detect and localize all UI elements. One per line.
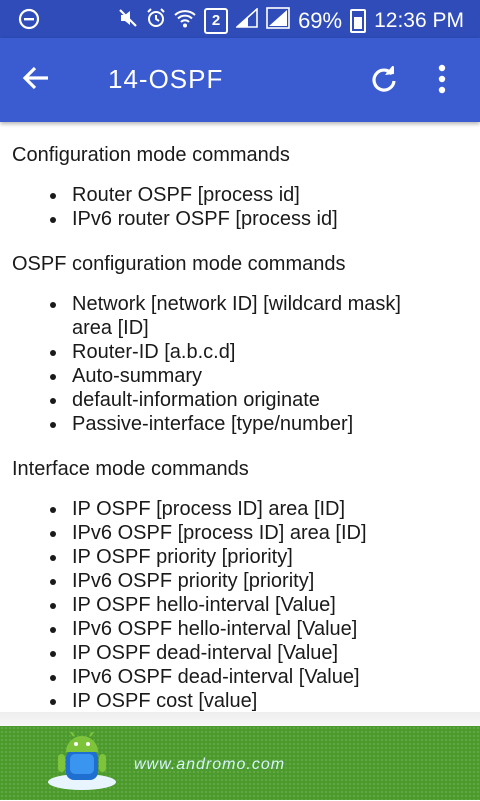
battery-icon <box>350 8 367 33</box>
list-item: IP OSPF priority [priority] <box>50 545 480 569</box>
sim-slot-indicator: 2 <box>204 7 229 34</box>
ad-link-text[interactable]: www.andromo.com <box>134 756 286 773</box>
list-item: Router-ID [a.b.c.d] <box>50 340 480 364</box>
list-item: Auto-summary <box>50 364 480 388</box>
back-arrow-icon[interactable] <box>22 64 50 97</box>
clock: 12:36 PM <box>374 8 464 32</box>
section: OSPF configuration mode commands Network… <box>0 253 480 436</box>
section: Configuration mode commands Router OSPF … <box>0 144 480 231</box>
more-vert-icon[interactable] <box>437 64 447 99</box>
wifi-icon <box>174 8 196 33</box>
list-item: Router OSPF [process id] <box>50 183 480 207</box>
page-title: 14-OSPF <box>108 64 224 94</box>
alarm-icon <box>146 8 166 33</box>
list-item: Network [network ID] [wildcard mask] are… <box>50 292 480 340</box>
battery-percent: 69% <box>298 7 343 33</box>
list-item: IPv6 OSPF priority [priority] <box>50 569 480 593</box>
list-item: IPv6 router OSPF [process id] <box>50 207 480 231</box>
list-item: IP OSPF [process ID] area [ID] <box>50 497 480 521</box>
list-item: IP OSPF cost [value] <box>50 689 480 712</box>
command-list: Network [network ID] [wildcard mask] are… <box>0 292 480 436</box>
signal-icon-2 <box>266 7 290 34</box>
section-title: Configuration mode commands <box>12 144 290 166</box>
command-list: Router OSPF [process id] IPv6 router OSP… <box>0 183 480 231</box>
list-item: Passive-interface [type/number] <box>50 412 480 436</box>
signal-icon <box>234 7 258 33</box>
list-item: IPv6 OSPF dead-interval [Value] <box>50 665 480 689</box>
command-list: IP OSPF [process ID] area [ID] IPv6 OSPF… <box>0 497 480 712</box>
app-bar: 14-OSPF <box>0 38 480 122</box>
status-icons: 2 69% 12:36 PM <box>118 7 464 34</box>
section-title: OSPF configuration mode commands <box>12 253 346 275</box>
content-divider <box>0 712 480 726</box>
section: Interface mode commands IP OSPF [process… <box>0 458 480 712</box>
list-item: IPv6 OSPF hello-interval [Value] <box>50 617 480 641</box>
article-content[interactable]: Configuration mode commands Router OSPF … <box>0 124 480 712</box>
list-item: default-information originate <box>50 388 480 412</box>
list-item: IPv6 OSPF [process ID] area [ID] <box>50 521 480 545</box>
list-item: IP OSPF hello-interval [Value] <box>50 593 480 617</box>
do-not-disturb-icon <box>18 8 40 35</box>
status-bar: 2 69% 12:36 PM <box>0 0 480 38</box>
section-title: Interface mode commands <box>12 458 249 480</box>
mute-icon <box>118 8 138 33</box>
list-item: IP OSPF dead-interval [Value] <box>50 641 480 665</box>
refresh-icon[interactable] <box>370 65 398 99</box>
android-robot-icon <box>46 731 122 801</box>
